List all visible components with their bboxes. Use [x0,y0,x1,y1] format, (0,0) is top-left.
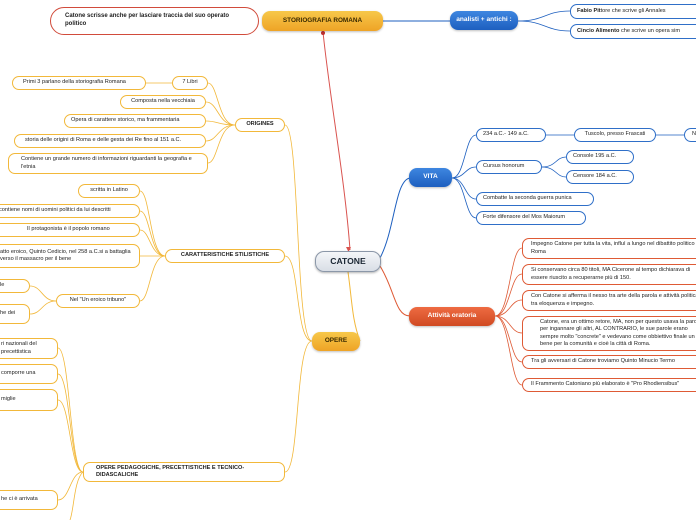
vita-cursus[interactable]: Cursus honorum [476,160,542,174]
vita-mos[interactable]: Forte difensore del Mos Maiorum [476,211,586,225]
cincio-text: che scrive un opera sim [620,27,681,34]
tribuno-item[interactable]: he dei [0,304,30,324]
vita-tuscolo[interactable]: Tuscolo, presso Frascati [574,128,656,142]
analisti-cincio[interactable]: Cincio Alimento che scrive un opera sim [570,24,696,39]
pedagogiche-node[interactable]: OPERE PEDAGOGICHE, PRECETTISTICHE E TECN… [83,462,285,482]
stile-item[interactable]: atto eroico, Quinto Cedicio, nel 258 a.C… [0,244,140,268]
oratoria-item[interactable]: Con Catone si afferma il nesso tra arte … [522,290,696,311]
tribuno-item[interactable]: le [0,279,30,293]
central-node[interactable]: CATONE [315,251,381,272]
pedagogiche-item[interactable]: comporre una [0,364,58,384]
origines-item[interactable]: Contiene un grande numero di informazion… [8,153,208,174]
oratoria-hub[interactable]: Attività oratoria [409,307,495,326]
oratoria-item[interactable]: Catone, era un ottimo retore, MA, non pe… [522,316,696,351]
storiografia-hub[interactable]: STORIOGRAFIA ROMANA [262,11,383,31]
fabio-text: tore che scrive gli Annales [600,7,666,14]
pedagogiche-item[interactable]: ri nazionali del precettistica [0,338,58,359]
vita-hub[interactable]: VITA [409,168,452,187]
origines-item[interactable]: 7 Libri [172,76,208,90]
stile-item[interactable]: scritta in Latino [78,184,140,198]
stile-item[interactable]: contiene nomi di uomini politici da lui … [0,204,140,218]
origines-item[interactable]: Primi 3 parlano della storiografia Roman… [12,76,146,90]
origines-node[interactable]: ORIGINES [235,118,285,132]
tribuno-node[interactable]: Nel "Un eroico tribuno" [56,294,140,308]
stile-item[interactable]: Il protagonista è il popolo romano [0,223,140,237]
opere-hub[interactable]: OPERE [312,332,360,351]
origines-item[interactable]: storia delle origini di Roma e delle ges… [14,134,206,148]
fabio-name: Fabio Pit [577,7,601,14]
oratoria-item[interactable]: Si conservano circa 80 titoli, MA Cicero… [522,264,696,285]
oratoria-item[interactable]: Il Frammento Catoniano più elaborato è "… [522,378,696,392]
oratoria-item[interactable]: Impegno Catone per tutta la vita, influì… [522,238,696,259]
origines-item[interactable]: Composta nella vecchiaia [120,95,206,109]
origines-item[interactable]: Opera di carattere storico, ma frammenta… [64,114,206,128]
pedagogiche-item[interactable]: he ci è arrivata [0,490,58,510]
pedagogiche-item[interactable]: miglie [0,389,58,411]
cincio-name: Cincio Alimento [577,27,620,34]
vita-dates[interactable]: 234 a.C.- 149 a.C. [476,128,546,142]
storiografia-note[interactable]: Catone scrisse anche per lasciare tracci… [50,7,259,35]
analisti-hub[interactable]: analisti + antichi : [450,11,518,30]
vita-tuscolo-next[interactable]: N [684,128,696,142]
stile-node[interactable]: CARATTERISTICHE STILISTICHE [165,249,285,263]
oratoria-item[interactable]: Tra gli avversari di Catone troviamo Qui… [522,355,696,369]
vita-console[interactable]: Console 195 a.C. [566,150,634,164]
vita-guerra[interactable]: Combatte la seconda guerra punica [476,192,594,206]
vita-censore[interactable]: Censore 184 a.C. [566,170,634,184]
